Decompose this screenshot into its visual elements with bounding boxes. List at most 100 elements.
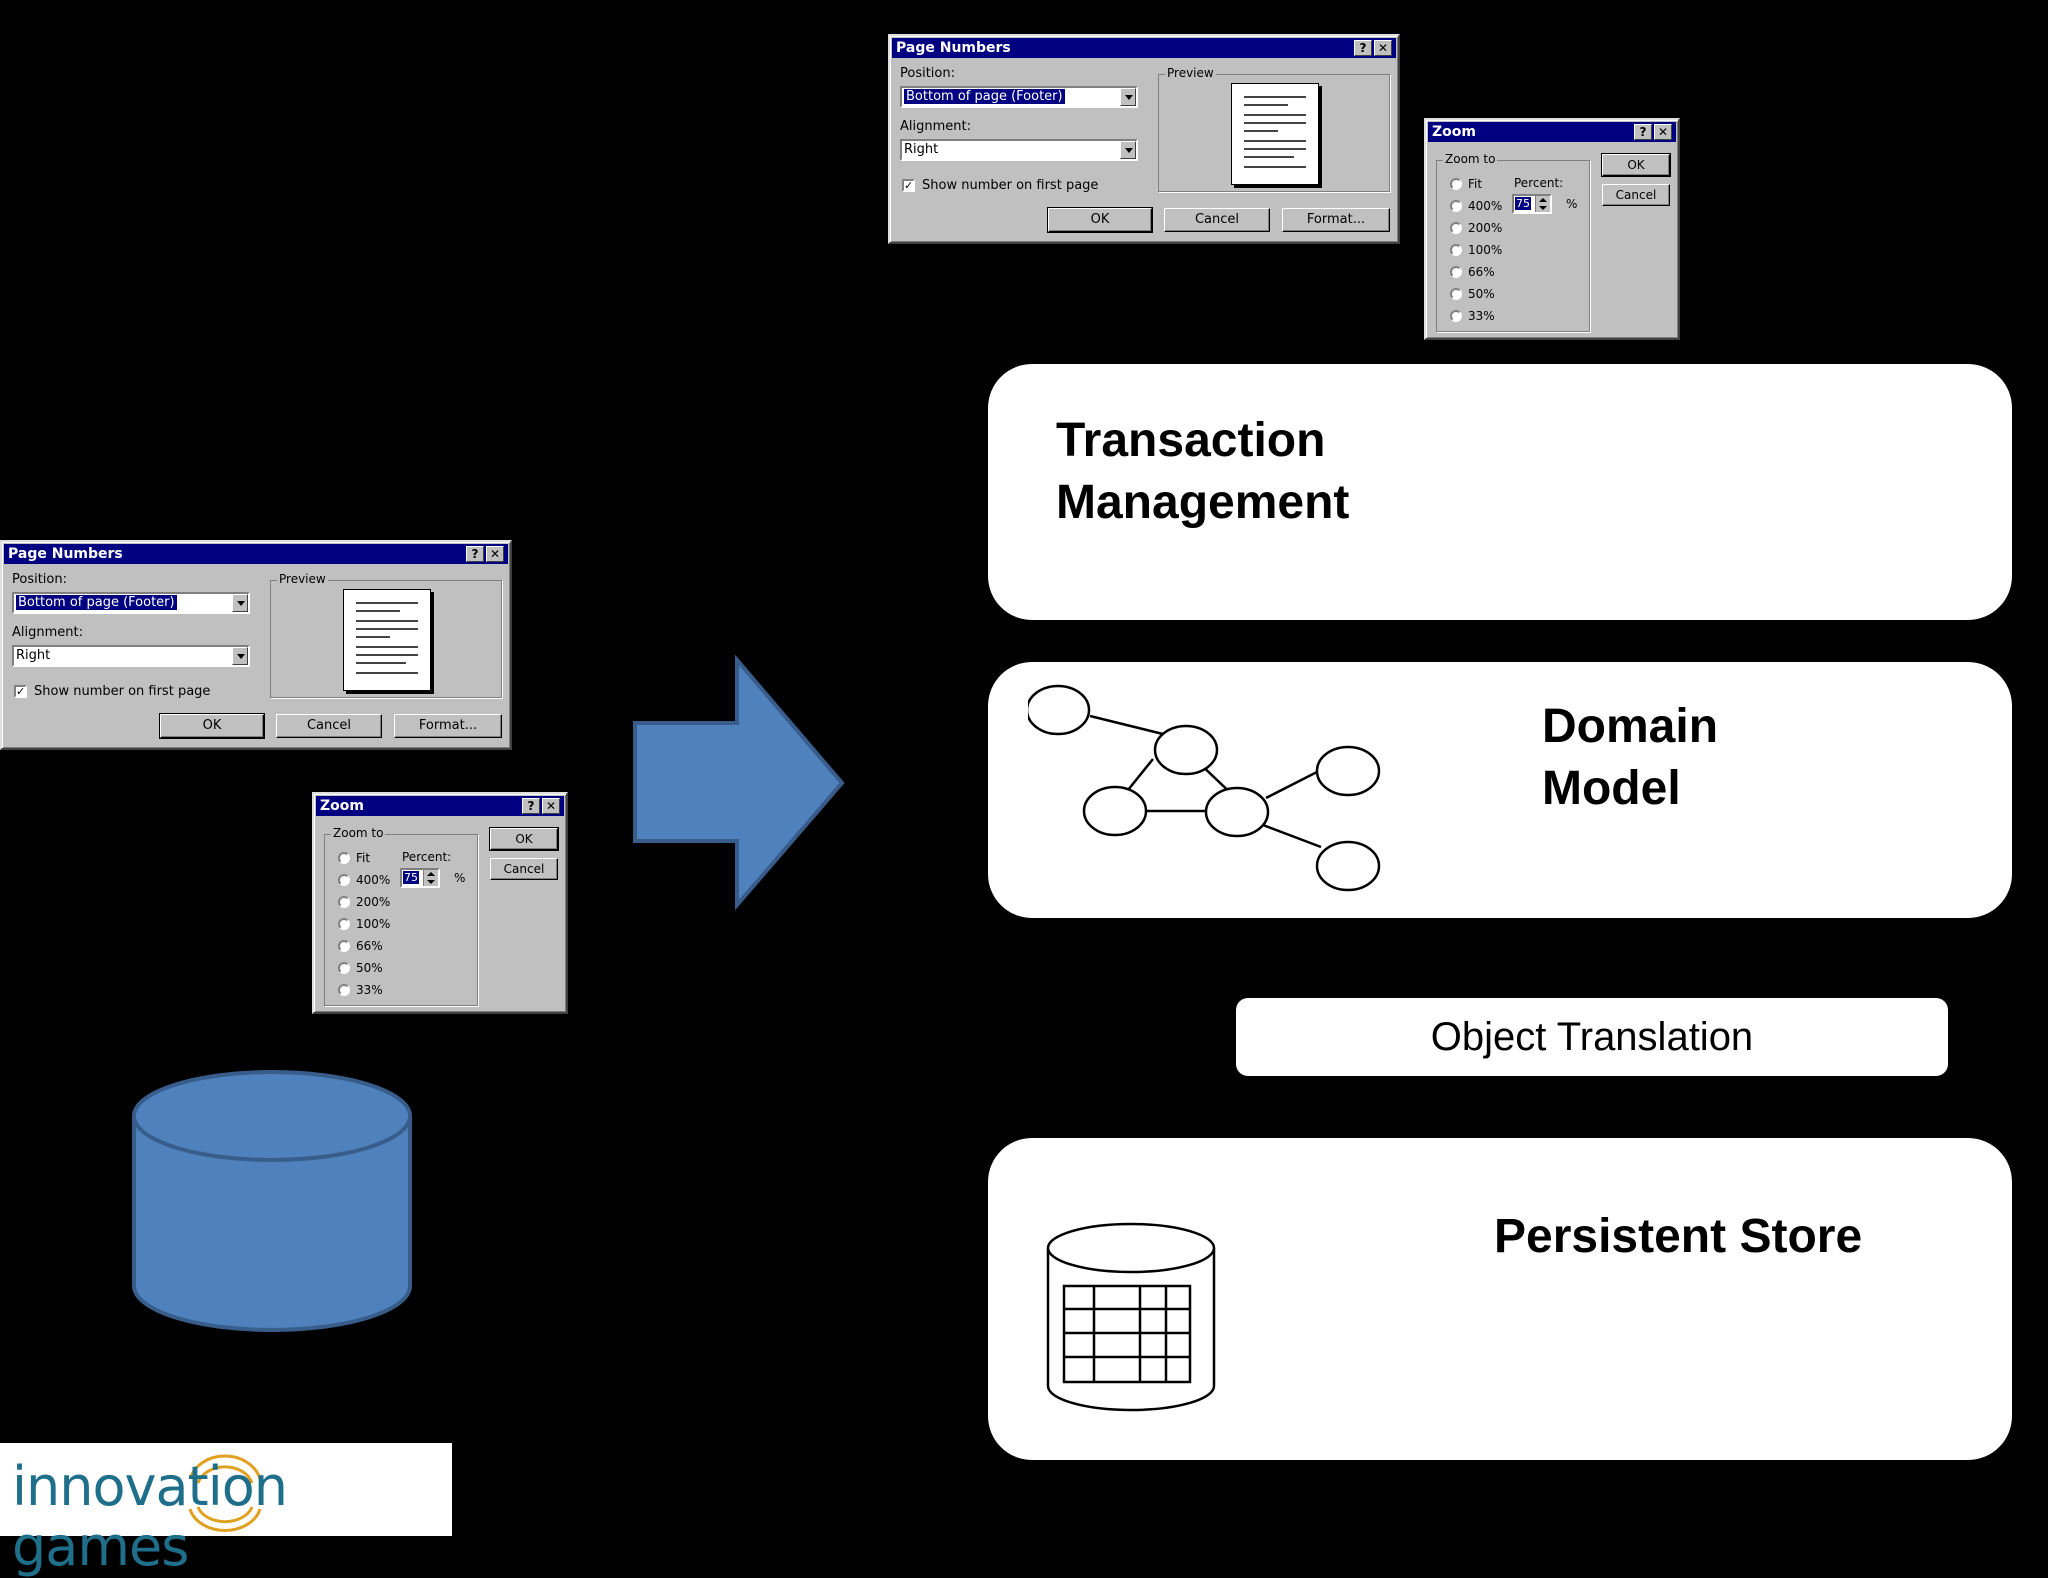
zoom-option-label: 400% xyxy=(1468,199,1503,213)
percent-spinner[interactable]: 75 xyxy=(400,868,440,888)
format-button[interactable]: Format... xyxy=(394,714,502,738)
ok-button[interactable]: OK xyxy=(159,713,265,739)
chevron-down-icon[interactable] xyxy=(1120,88,1136,106)
domain-title-line1: Domain xyxy=(1542,700,1719,753)
percent-label: Percent: xyxy=(402,850,452,864)
zoom-radio-66[interactable] xyxy=(1450,266,1462,278)
help-button[interactable]: ? xyxy=(522,798,540,814)
domain-model-box: Domain Model xyxy=(988,662,2012,918)
zoom-radio-100[interactable] xyxy=(338,918,350,930)
show-number-checkbox[interactable]: ✓ xyxy=(14,685,27,698)
preview-group: Preview xyxy=(270,572,502,698)
zoom-radio-400[interactable] xyxy=(338,874,350,886)
preview-group: Preview xyxy=(1158,66,1390,192)
dialog-title-bar: Zoom xyxy=(316,796,564,816)
object-translation-label: Object Translation xyxy=(1430,1015,1754,1059)
percent-spinner[interactable]: 75 xyxy=(1512,194,1552,214)
close-button[interactable]: ✕ xyxy=(542,798,560,814)
object-graph-icon xyxy=(1028,684,1381,892)
zoom-radio-50[interactable] xyxy=(338,962,350,974)
zoom-radio-200[interactable] xyxy=(338,896,350,908)
alignment-label: Alignment: xyxy=(900,119,971,134)
position-select[interactable]: Bottom of page (Footer) xyxy=(900,86,1138,108)
ok-button[interactable]: OK xyxy=(489,827,559,851)
zoom-radio-200[interactable] xyxy=(1450,222,1462,234)
dialog-title-bar: Zoom xyxy=(1428,122,1676,142)
zoom-to-label: Zoom to xyxy=(331,826,386,840)
cancel-button[interactable]: Cancel xyxy=(276,714,382,738)
dialog-title: Zoom xyxy=(320,798,364,814)
zoom-to-label: Zoom to xyxy=(1443,152,1498,166)
close-button[interactable]: ✕ xyxy=(1654,124,1672,140)
spin-arrows-icon[interactable] xyxy=(423,870,438,886)
zoom-option-label: 50% xyxy=(356,961,383,975)
zoom-to-group: Zoom to xyxy=(324,826,478,1006)
page-preview-icon xyxy=(343,589,431,691)
show-number-label: Show number on first page xyxy=(34,684,211,699)
close-button[interactable]: ✕ xyxy=(486,546,504,562)
zoom-radio-66[interactable] xyxy=(338,940,350,952)
position-label: Position: xyxy=(12,572,67,587)
help-button[interactable]: ? xyxy=(1354,40,1372,56)
transaction-title-line1: Transaction xyxy=(1056,414,1326,467)
alignment-select[interactable]: Right xyxy=(12,645,250,667)
show-number-checkbox[interactable]: ✓ xyxy=(902,179,915,192)
ok-button[interactable]: OK xyxy=(1047,207,1153,233)
chevron-down-icon[interactable] xyxy=(232,594,248,612)
preview-label: Preview xyxy=(277,572,328,586)
zoom-radio-400[interactable] xyxy=(1450,200,1462,212)
close-button[interactable]: ✕ xyxy=(1374,40,1392,56)
percent-value: 75 xyxy=(403,871,419,884)
database-cylinder-icon xyxy=(132,1070,412,1332)
zoom-dialog-left: Zoom ? ✕ Zoom to Fit 400% 200% 100% 66% … xyxy=(312,792,568,1014)
logo-text: innovation games xyxy=(12,1455,288,1578)
zoom-radio-fit[interactable] xyxy=(338,852,350,864)
help-button[interactable]: ? xyxy=(1634,124,1652,140)
zoom-option-label: 100% xyxy=(1468,243,1503,257)
zoom-option-label: 50% xyxy=(1468,287,1495,301)
percent-sign: % xyxy=(454,871,466,885)
alignment-select[interactable]: Right xyxy=(900,139,1138,161)
logo-rings-icon xyxy=(188,1454,262,1532)
transaction-management-box: Transaction Management xyxy=(988,364,2012,620)
dialog-title-bar: Page Numbers xyxy=(4,544,508,564)
alignment-value: Right xyxy=(904,142,939,157)
format-button[interactable]: Format... xyxy=(1282,208,1390,232)
right-arrow-icon xyxy=(633,655,845,911)
zoom-radio-fit[interactable] xyxy=(1450,178,1462,190)
dialog-title: Zoom xyxy=(1432,124,1476,140)
show-number-label: Show number on first page xyxy=(922,178,1099,193)
cancel-button[interactable]: Cancel xyxy=(1602,184,1670,206)
zoom-dialog-top: Zoom ? ✕ Zoom to Fit 400% 200% 100% 66% … xyxy=(1424,118,1680,340)
help-button[interactable]: ? xyxy=(466,546,484,562)
dialog-title-bar: Page Numbers xyxy=(892,38,1396,58)
percent-sign: % xyxy=(1566,197,1578,211)
chevron-down-icon[interactable] xyxy=(1120,141,1136,159)
zoom-option-label: 200% xyxy=(1468,221,1503,235)
percent-label: Percent: xyxy=(1514,176,1564,190)
ok-button[interactable]: OK xyxy=(1601,153,1671,177)
spin-arrows-icon[interactable] xyxy=(1535,196,1550,212)
alignment-value: Right xyxy=(16,648,51,663)
page-preview-icon xyxy=(1231,83,1319,185)
position-value: Bottom of page (Footer) xyxy=(903,88,1066,105)
zoom-option-label: 66% xyxy=(356,939,383,953)
zoom-radio-33[interactable] xyxy=(1450,310,1462,322)
persistent-store-box: Persistent Store xyxy=(988,1138,2012,1460)
zoom-to-group: Zoom to xyxy=(1436,152,1590,332)
dialog-title: Page Numbers xyxy=(8,546,123,562)
percent-value: 75 xyxy=(1515,197,1531,210)
preview-label: Preview xyxy=(1165,66,1216,80)
zoom-radio-100[interactable] xyxy=(1450,244,1462,256)
zoom-option-label: 33% xyxy=(1468,309,1495,323)
cancel-button[interactable]: Cancel xyxy=(490,858,558,880)
zoom-radio-33[interactable] xyxy=(338,984,350,996)
position-select[interactable]: Bottom of page (Footer) xyxy=(12,592,250,614)
zoom-radio-50[interactable] xyxy=(1450,288,1462,300)
zoom-option-label: Fit xyxy=(1468,177,1483,191)
zoom-option-label: 66% xyxy=(1468,265,1495,279)
cancel-button[interactable]: Cancel xyxy=(1164,208,1270,232)
chevron-down-icon[interactable] xyxy=(232,647,248,665)
page-numbers-dialog-top: Page Numbers ? ✕ Position: Bottom of pag… xyxy=(888,34,1400,244)
database-table-icon xyxy=(1046,1222,1216,1412)
